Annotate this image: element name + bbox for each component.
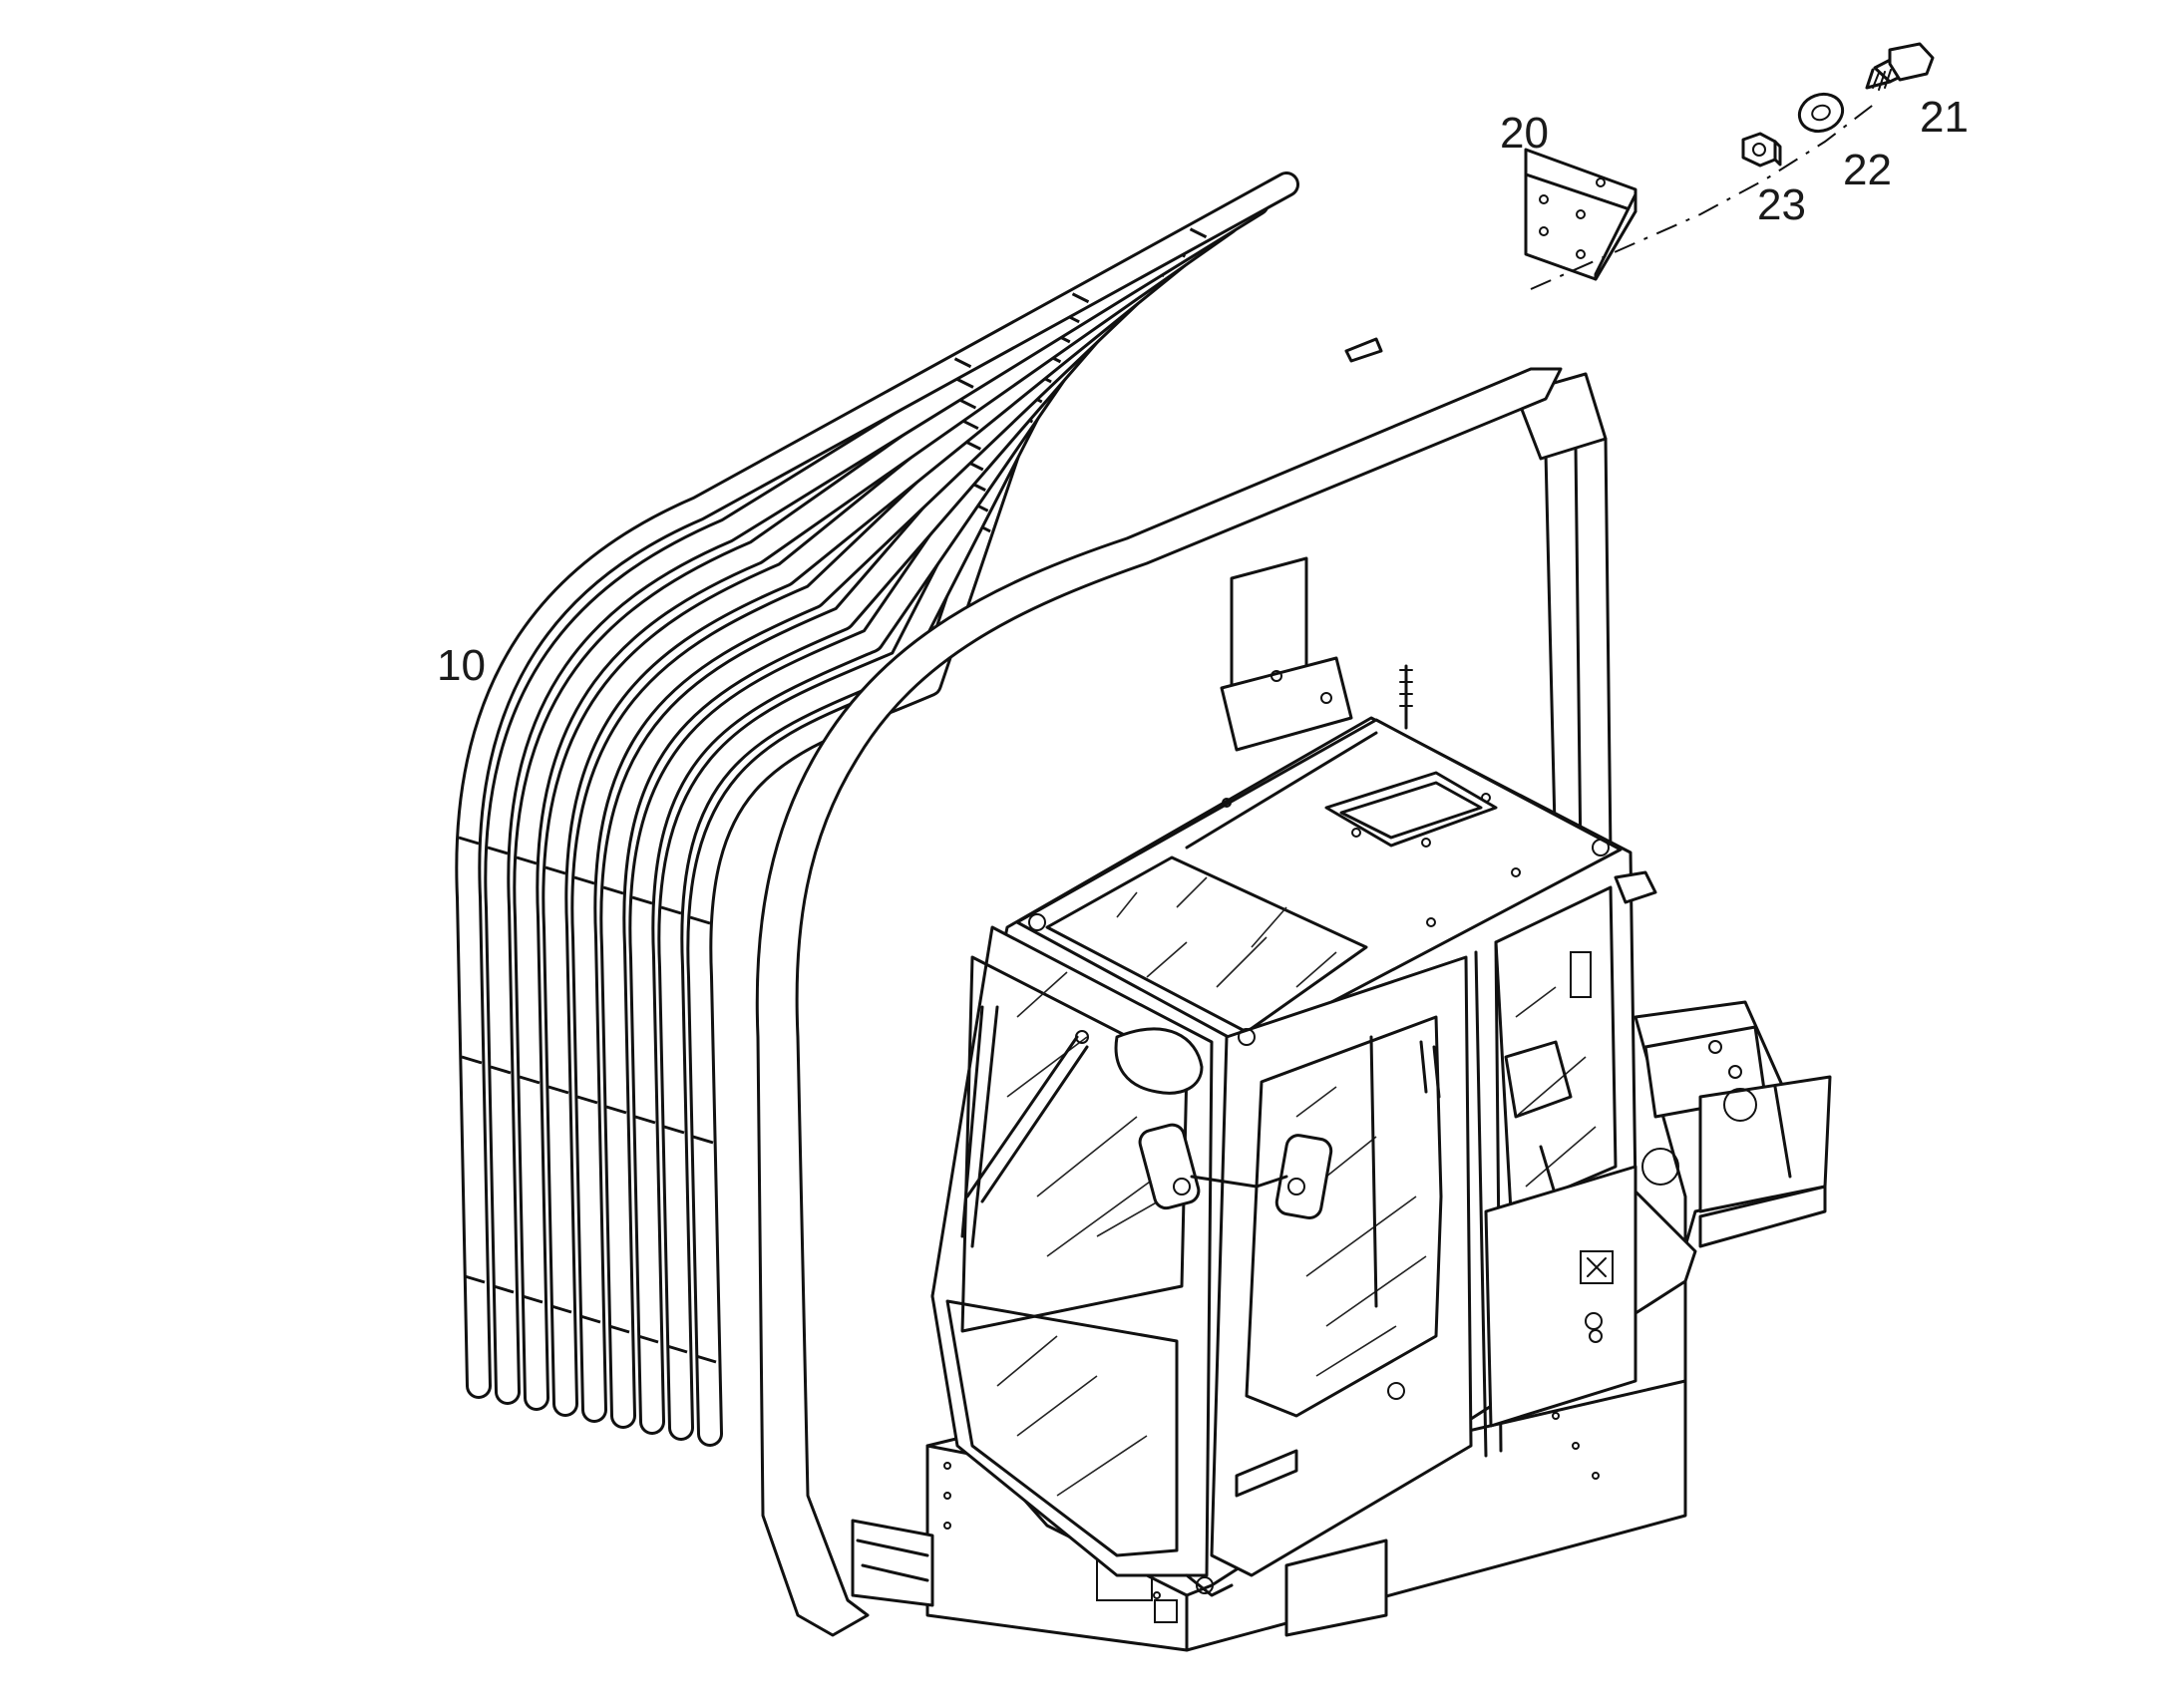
guard-clamp	[516, 855, 538, 865]
guard-clamp	[550, 1304, 572, 1314]
guard-clamp	[487, 846, 509, 855]
guard-bar-fill	[660, 307, 1087, 1438]
guard-bar-fill	[545, 231, 1207, 1414]
guard-clamp	[1071, 292, 1090, 304]
guard-clamp	[958, 398, 977, 410]
callout-23: 23	[1757, 180, 1806, 229]
washer-part-22	[1797, 92, 1845, 134]
guard-clamp	[458, 836, 480, 846]
guard-clamp	[608, 1324, 630, 1334]
guard-clamp	[490, 1065, 512, 1075]
guard-clamp	[1189, 227, 1208, 239]
guard-clamp	[519, 1075, 541, 1085]
guard-clamp	[461, 1055, 483, 1065]
guard-bar-fill	[487, 193, 1267, 1402]
bracket-part-20	[1524, 148, 1637, 281]
guard-clamp	[634, 1115, 656, 1125]
top-guard-assembly	[455, 171, 1608, 1637]
guard-clamp	[545, 865, 566, 875]
guard-clamp	[953, 357, 972, 369]
guard-clamp	[956, 378, 974, 389]
callout-22: 22	[1843, 146, 1892, 194]
operator-cab	[925, 716, 1697, 1652]
guard-clamp	[602, 885, 624, 895]
guard-clamp	[689, 915, 711, 925]
guard-clamp	[576, 1095, 598, 1105]
callout-20: 20	[1500, 109, 1549, 158]
guard-clamp	[631, 895, 653, 905]
guard-clamp	[961, 419, 979, 431]
guard-clamp	[493, 1284, 515, 1294]
nut-part-23	[1741, 132, 1782, 168]
guard-clamp	[522, 1294, 544, 1304]
guard-bar-fill	[458, 174, 1296, 1396]
guard-clamp	[666, 1344, 688, 1354]
guard-clamp	[695, 1354, 717, 1364]
guard-clamp	[663, 1125, 685, 1135]
guard-bar-fill	[573, 250, 1177, 1420]
guard-clamp	[464, 1274, 486, 1284]
guard-clamp	[579, 1314, 601, 1324]
bolt-part-21	[1865, 42, 1935, 91]
guard-clamp	[637, 1334, 659, 1344]
guard-clamp	[692, 1135, 714, 1145]
guard-clamp	[605, 1105, 627, 1115]
machine-base-mount	[1634, 1000, 1832, 1248]
guard-clamp	[660, 905, 682, 915]
guard-bar-fill	[602, 269, 1147, 1426]
guard-bar-fill	[631, 288, 1117, 1432]
guard-bar-fill	[516, 212, 1237, 1408]
callout-21: 21	[1920, 93, 1969, 142]
rear-frame	[1220, 437, 1613, 869]
guard-clamp	[573, 875, 595, 885]
guard-clamp	[547, 1085, 569, 1095]
callout-10: 10	[437, 641, 486, 690]
